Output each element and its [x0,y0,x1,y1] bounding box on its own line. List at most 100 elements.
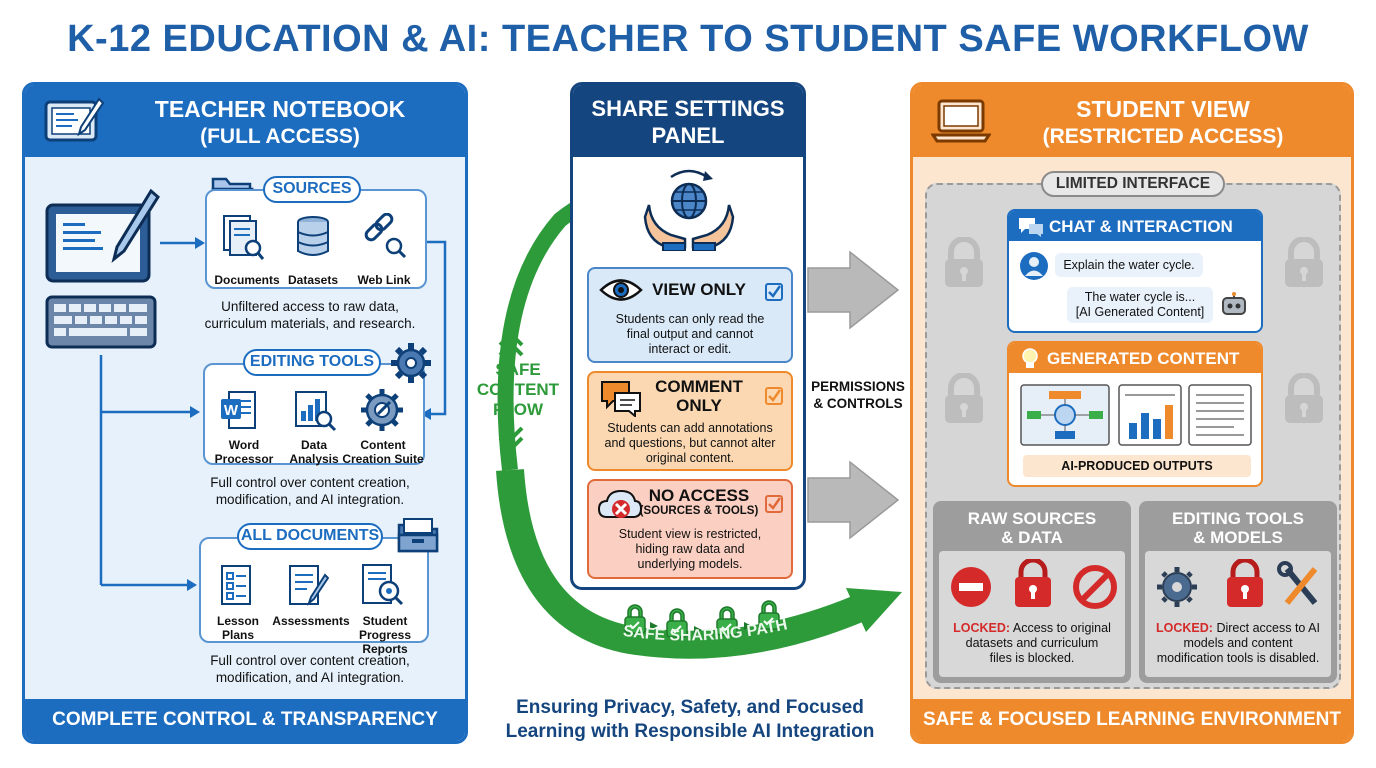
teacher-panel: TEACHER NOTEBOOK (FULL ACCESS) [22,82,468,744]
documents-description-2: modification, and AI integration. [215,670,405,685]
all-documents-card: Lesson Plans Assessments Student Progres… [199,537,429,656]
permission-arrow-upper [807,250,900,330]
share-settings-panel: SHARE SETTINGS PANEL VIEW ONLY Students … [570,82,806,590]
editing-description-2: modification, and AI integration. [215,492,405,507]
lesson-plans-icon [221,565,251,605]
raw-sources-text: LOCKED: Access to original datasets and … [939,621,1125,666]
tagline-line-2: Learning with Responsible AI Integration [505,721,875,742]
assessments-icon [289,565,329,606]
no-access-checkbox[interactable] [765,495,783,513]
student-subtitle: (RESTRICTED ACCESS) [1042,125,1284,148]
lock-icon [945,373,983,423]
raw-sources-body: LOCKED: Access to original datasets and … [939,551,1125,677]
cloud-blocked-icon [597,489,643,518]
documents-label: Documents [214,273,280,287]
all-documents-label: ALL DOCUMENTS [237,523,383,550]
teacher-connectors [99,237,447,591]
user-avatar-icon [1020,252,1048,280]
no-access-desc-1: Student view is restricted, [618,527,762,541]
view-only-checkbox[interactable] [765,283,783,301]
editing-description-1: Full control over content creation, [210,475,410,490]
no-access-title: NO ACCESS [648,486,750,505]
generated-header: GENERATED CONTENT [1009,343,1261,373]
comment-only-option[interactable]: COMMENT ONLY Students can add annotation… [587,371,793,471]
no-access-subtitle: (SOURCES & TOOLS) [639,505,759,517]
raw-sources-title-1: RAW SOURCES [967,509,1097,528]
svg-text:W: W [224,402,239,419]
file-cabinet-icon [397,518,439,553]
word-processor-label-1: Word [228,438,260,452]
data-analysis-label-1: Data [300,438,327,452]
raw-text-3: files is blocked. [989,651,1075,665]
teacher-device-icon [45,188,160,349]
editing-models-title: EDITING TOOLS & MODELS [1139,509,1337,547]
sources-card: Documents Datasets Web Link [205,189,427,289]
eye-icon [599,279,643,301]
lock-icon [1285,237,1323,287]
progress-reports-label-2: Progress Reports [358,628,412,656]
permissions-line-2: & CONTROLS [813,396,903,411]
safe-content-flow-line-1: SAFE [495,360,541,379]
data-analysis-label-2: Analysis [289,452,339,466]
ai-message-line-1: The water cycle is... [1084,290,1196,304]
editing-models-text: LOCKED: Direct access to AI models and c… [1145,621,1331,666]
no-access-option[interactable]: NO ACCESS (SOURCES & TOOLS) Student view… [587,479,793,579]
generated-content-card[interactable]: GENERATED CONTENT [1007,341,1263,487]
ai-message-line-2: [AI Generated Content] [1075,305,1205,319]
share-settings-title-1: SHARE SETTINGS [591,96,785,121]
student-header: STUDENT VIEW (RESTRICTED ACCESS) [913,85,1351,157]
globe-hands-icon [643,169,735,251]
content-creation-gear-icon [361,389,403,431]
comment-icon [601,381,641,417]
sources-description-2: curriculum materials, and research. [204,316,416,331]
comment-only-checkbox[interactable] [765,387,783,405]
database-icon [297,216,329,256]
editing-tools-card: W Word Processor Data Analysis Content [203,363,425,466]
progress-reports-icon [362,564,404,606]
chat-title: CHAT & INTERACTION [1049,217,1233,236]
check-icon [768,285,782,298]
content-creation-label-2: Creation Suite [342,452,424,466]
no-access-desc-3: underlying models. [637,557,743,571]
raw-sources-locked-card: RAW SOURCES & DATA LOCKED: Access to ori… [933,501,1131,683]
student-footer: SAFE & FOCUSED LEARNING ENVIRONMENT [913,699,1351,741]
limited-interface-area: CHAT & INTERACTION Explain the water cyc… [925,183,1341,689]
safe-content-flow-line-2: CONTENT [476,380,560,399]
safe-content-flow-line-3: FLOW [492,400,544,419]
view-only-title: VIEW ONLY [652,280,746,299]
tools-text-2: models and content [1183,636,1293,650]
web-link-icon [364,213,407,259]
web-link-label: Web Link [357,273,411,287]
comment-only-title-1: COMMENT [655,377,743,396]
teacher-subtitle: (FULL ACCESS) [200,125,360,148]
tablet-pen-icon [44,97,105,142]
comment-only-desc-1: Students can add annotations [607,421,773,435]
page-title: K-12 EDUCATION & AI: TEACHER TO STUDENT … [67,18,1309,60]
lock-icon [945,237,983,287]
check-icon [768,389,782,402]
comment-only-desc-2: and questions, but cannot alter [604,436,776,450]
limited-interface-label: LIMITED INTERFACE [1041,171,1225,197]
comment-only-desc-3: original content. [645,451,735,465]
editing-models-title-2: & MODELS [1193,528,1283,547]
lock-icon [1285,373,1323,423]
editing-models-locked-card: EDITING TOOLS & MODELS [1139,501,1337,683]
teacher-footer: COMPLETE CONTROL & TRANSPARENCY [25,699,465,741]
permissions-line-1: PERMISSIONS [811,379,905,394]
assessments-label: Assessments [272,614,350,628]
safe-content-flow-label: SAFE CONTENT FLOW [470,360,566,420]
raw-sources-title: RAW SOURCES & DATA [933,509,1131,547]
view-only-desc-2: final output and cannot [626,327,754,341]
editing-models-body: LOCKED: Direct access to AI models and c… [1145,551,1331,677]
chat-bubbles-icon [1019,218,1043,237]
chat-interaction-card[interactable]: CHAT & INTERACTION Explain the water cyc… [1007,209,1263,333]
editing-tools-label: EDITING TOOLS [243,349,381,376]
student-panel: STUDENT VIEW (RESTRICTED ACCESS) [910,82,1354,744]
raw-locked-label: LOCKED: [953,621,1011,635]
editing-models-title-1: EDITING TOOLS [1172,509,1304,528]
tagline: Ensuring Privacy, Safety, and Focused Le… [500,696,880,744]
word-processor-label-2: Processor [214,452,274,466]
view-only-desc-1: Students can only read the [615,312,765,326]
ai-message: The water cycle is... [AI Generated Cont… [1067,287,1213,323]
view-only-option[interactable]: VIEW ONLY Students can only read the fin… [587,267,793,363]
